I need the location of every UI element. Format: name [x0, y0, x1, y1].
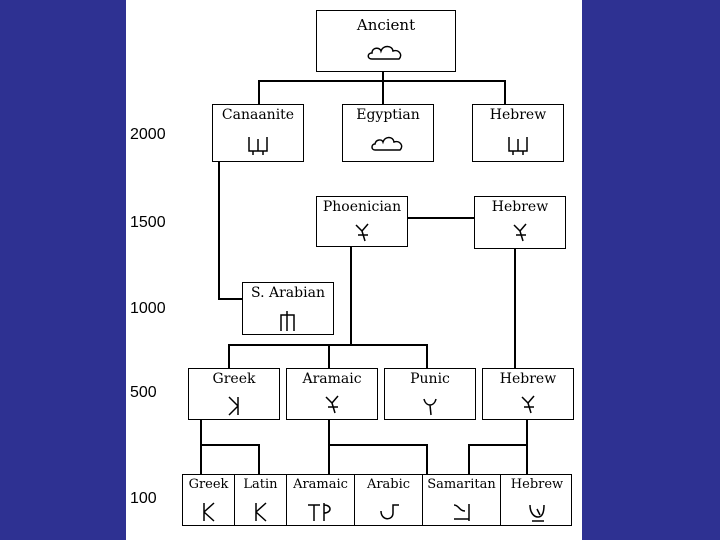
- node-samaritan-100: Samaritan: [423, 475, 501, 525]
- node-hebrew-100: Hebrew: [501, 475, 573, 525]
- node-ancient: Ancient: [316, 10, 456, 72]
- node-label: Phoenician: [322, 199, 402, 215]
- aramaic-glyph-icon: [307, 503, 331, 521]
- node-label: Greek: [188, 477, 229, 492]
- node-canaanite: Canaanite: [212, 104, 304, 162]
- node-label: Canaanite: [221, 107, 295, 123]
- shin-glyph-icon: [355, 223, 369, 242]
- node-egyptian: Egyptian: [342, 104, 434, 162]
- node-aramaic-500: Aramaic: [286, 368, 378, 420]
- connector: [218, 162, 220, 300]
- k-glyph-icon: [202, 502, 215, 522]
- node-arabic-100: Arabic: [355, 475, 423, 525]
- connector: [228, 344, 230, 368]
- year-label-500: 500: [130, 384, 157, 401]
- node-label: Arabic: [366, 477, 411, 492]
- connector: [514, 249, 516, 368]
- hebrew-shin-glyph-icon: [529, 504, 545, 522]
- reversed-k-glyph-icon: [228, 396, 239, 416]
- connector: [328, 344, 330, 368]
- node-label: Latin: [243, 477, 278, 492]
- node-label: Greek: [212, 371, 256, 387]
- connector: [504, 80, 506, 105]
- connector: [328, 420, 330, 474]
- node-label: Hebrew: [510, 477, 564, 492]
- node-aramaic-100: Aramaic: [287, 475, 355, 525]
- node-label: Punic: [410, 371, 450, 387]
- node-hebrew-500: Hebrew: [482, 368, 574, 420]
- arch-glyph-icon: [280, 311, 295, 331]
- node-label: Hebrew: [499, 371, 557, 387]
- node-label: Aramaic: [302, 371, 362, 387]
- connector: [468, 444, 528, 446]
- trident-glyph-icon: [248, 137, 268, 155]
- connector: [258, 80, 260, 105]
- node-hebrew-1500: Hebrew: [474, 196, 566, 249]
- connector: [218, 298, 242, 300]
- node-greek-100: Greek: [183, 475, 235, 525]
- connector: [350, 246, 352, 346]
- year-label-1000: 1000: [130, 300, 166, 317]
- shin-glyph-icon: [513, 223, 527, 242]
- year-label-2000: 2000: [130, 126, 166, 143]
- connector: [258, 80, 506, 82]
- year-label-100: 100: [130, 490, 157, 507]
- node-label: Ancient: [356, 16, 416, 34]
- year-label-1500: 1500: [130, 214, 166, 231]
- trident-glyph-icon: [508, 137, 528, 155]
- shin-glyph-icon: [325, 395, 339, 414]
- node-greek-500: Greek: [188, 368, 280, 420]
- node-hebrew-2000: Hebrew: [472, 104, 564, 162]
- connector: [426, 444, 428, 474]
- samaritan-glyph-icon: [453, 504, 470, 521]
- node-row-100: Greek Latin Aramaic Arabic Samaritan: [182, 474, 572, 526]
- connector: [200, 420, 202, 474]
- k-glyph-icon: [254, 502, 267, 522]
- node-latin-100: Latin: [235, 475, 287, 525]
- shin-glyph-icon: [423, 398, 437, 416]
- cloud-glyph-icon: [371, 136, 403, 151]
- arabic-glyph-icon: [379, 504, 399, 520]
- shin-glyph-icon: [521, 395, 535, 414]
- node-label: Aramaic: [293, 477, 348, 492]
- node-s-arabian: S. Arabian: [242, 282, 334, 335]
- node-label: Hebrew: [491, 199, 549, 215]
- connector: [526, 420, 528, 474]
- connector: [468, 444, 470, 474]
- node-phoenician: Phoenician: [316, 196, 408, 247]
- connector: [406, 217, 474, 219]
- node-label: Samaritan: [427, 477, 496, 492]
- diagram-panel: 2000 1500 1000 500 100 Ancient Canaanite…: [126, 0, 582, 540]
- connector: [258, 444, 260, 474]
- node-punic: Punic: [384, 368, 476, 420]
- connector: [328, 444, 428, 446]
- connector: [382, 71, 384, 105]
- node-label: S. Arabian: [251, 285, 325, 301]
- connector: [200, 444, 260, 446]
- node-label: Egyptian: [356, 107, 420, 123]
- cloud-glyph-icon: [367, 45, 402, 60]
- connector: [426, 344, 428, 368]
- node-label: Hebrew: [489, 107, 547, 123]
